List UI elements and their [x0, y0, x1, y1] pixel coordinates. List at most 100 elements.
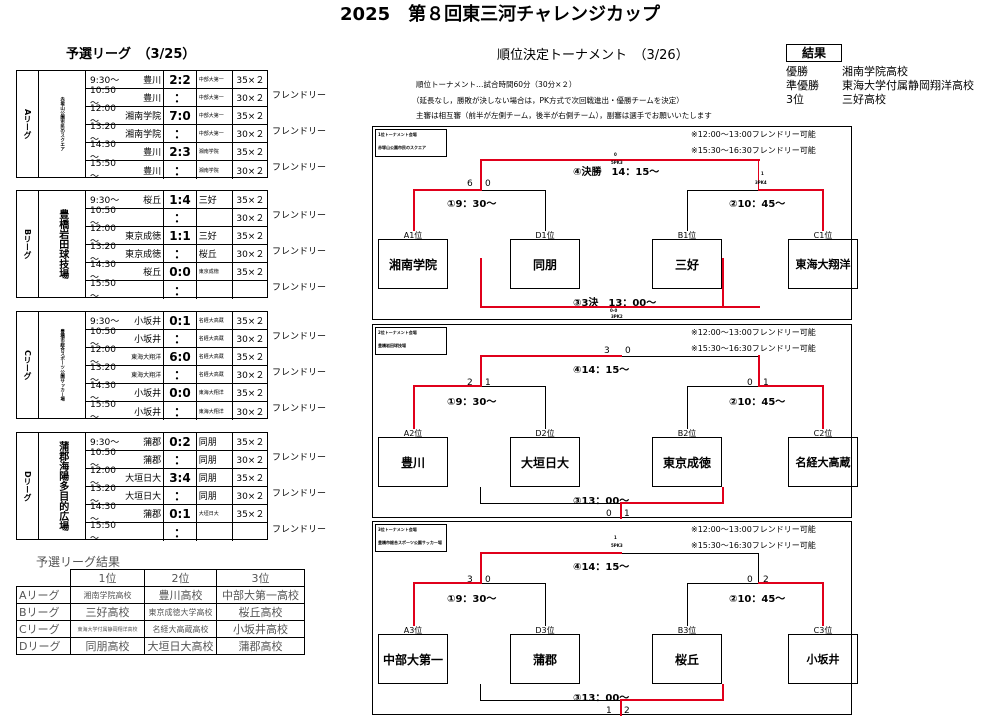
seed-label: D2位: [535, 429, 555, 438]
match-time: 13:20～: [90, 242, 116, 265]
score: 0: [485, 575, 491, 585]
match-score: ：: [163, 487, 197, 504]
score: 3: [604, 346, 610, 356]
seed-label: C1位: [813, 231, 833, 240]
friendly-note: ※15:30～16:30フレンドリー可能: [691, 146, 816, 155]
home-team: 湘南学院: [125, 130, 162, 140]
home-team: 小坂井: [134, 407, 162, 418]
match-duration: 30×２: [232, 209, 267, 226]
match-duration: 30×２: [232, 366, 267, 383]
final-time: ④決勝 14：15～: [573, 167, 660, 178]
third-place: 三好高校: [842, 93, 886, 106]
table-row: 15:50～ ：: [86, 520, 267, 544]
friendly-label: フレンドリー: [272, 283, 327, 293]
match-score: 7:0: [163, 107, 197, 124]
final-time: ④14：15～: [573, 365, 630, 376]
page-title: 2025 第８回東三河チャレンジカップ: [340, 4, 660, 25]
friendly-label: フレンドリー: [272, 404, 327, 414]
score: 2: [763, 575, 769, 585]
home-team: [124, 281, 164, 299]
match-score: ：: [163, 209, 197, 226]
final-time: ④14：15～: [573, 562, 630, 573]
league-table: Dリーグ蒲郡海陽多目的広場 9:30～ 蒲郡 0:2 同朋 35×２ 10:50…: [16, 432, 268, 544]
away-team: 名経大高蔵: [198, 372, 224, 378]
friendly-note: ※15:30～16:30フレンドリー可能: [691, 541, 816, 550]
league-venue: 豊橋市総合スポーツ公園サッカー場: [39, 312, 86, 418]
table-row: 15:50～ 豊川 ： 湘南学院 30×２: [86, 158, 267, 182]
friendly-label: フレンドリー: [272, 489, 327, 499]
score: 0: [747, 378, 753, 388]
venue-name: 2位トーナメント会場: [378, 330, 417, 335]
match-time: 12:00～: [90, 224, 116, 247]
match-time: 15:50～: [90, 520, 116, 544]
seed-label: B3位: [677, 626, 697, 635]
friendly-note: ※12:00～13:00フレンドリー可能: [691, 130, 816, 139]
sf2-score: 1: [761, 171, 764, 176]
table-row: 14:30～ 桜丘 0:0 東京成徳 35×２: [86, 260, 267, 283]
match-time: 14:30～: [90, 140, 116, 163]
away-team: 中部大第一: [198, 131, 224, 137]
team-box: 東京成徳: [652, 437, 722, 487]
away-team: 桜丘: [198, 250, 217, 260]
seed-label: D1位: [535, 231, 555, 240]
match-time: 14:30～: [90, 502, 116, 525]
place-1: 優勝: [786, 65, 808, 78]
match-duration: 35×２: [232, 433, 267, 450]
table-row: 15:50～ ：: [86, 279, 267, 302]
sf2-pk: 3PK4: [755, 180, 767, 185]
rule-3: 主審は相互審（前半が左側チーム，後半が右側チーム），副審は選手でお願いいたします: [416, 111, 712, 120]
seed-label: A2位: [403, 429, 423, 438]
home-team: 豊川: [143, 166, 162, 177]
friendly-label: フレンドリー: [272, 332, 327, 342]
seed-label: A1位: [403, 231, 423, 240]
sf1-time: ①9：30～: [447, 397, 497, 408]
home-team: 東京成徳: [125, 250, 162, 260]
away-team: 同朋: [198, 474, 217, 484]
place-2: 準優勝: [786, 79, 819, 92]
match-score: 0:1: [163, 505, 197, 522]
rule-1: 順位トーナメント…試合時間60分（30分×２）: [416, 80, 577, 89]
team-box: 湘南学院: [378, 239, 448, 289]
third-pk: 3PK2: [611, 314, 623, 319]
match-duration: 30×２: [232, 487, 267, 504]
away-team: [197, 523, 233, 541]
match-time: 10:50～: [90, 86, 116, 109]
friendly-label: フレンドリー: [272, 211, 327, 221]
match-time: 12:00～: [90, 345, 116, 368]
seed-label: B1位: [677, 231, 697, 240]
match-time: 15:50～: [90, 158, 116, 182]
match-duration: 35×２: [232, 191, 267, 208]
away-team: 名経大高蔵: [198, 354, 224, 360]
winner: 湘南学院高校: [842, 65, 908, 78]
away-team: 同朋: [198, 492, 217, 502]
match-duration: 35×２: [232, 227, 267, 244]
prelim-title: 予選リーグ （3/25）: [66, 47, 196, 62]
home-team: 豊川: [143, 148, 162, 158]
away-team: 三好: [198, 196, 217, 206]
results-label: 結果: [786, 44, 842, 62]
table-row: 14:30～ 蒲郡 0:1 大垣日大 35×２: [86, 502, 267, 525]
home-team: 東海大翔洋: [131, 372, 162, 379]
match-time: 14:30～: [90, 381, 116, 404]
league-name: Cリーグ: [17, 312, 39, 418]
match-duration: 35×２: [232, 143, 267, 160]
match-score: ：: [163, 89, 197, 106]
match-score: 2:2: [163, 71, 197, 88]
away-team: 東京成徳: [198, 269, 219, 275]
rule-2: （延長なし，勝敗が決しない場合は，PK方式で次回戦進出・優勝チームを決定）: [412, 96, 684, 105]
table-row: 12:00～ 大垣日大 3:4 同朋 35×２: [86, 466, 267, 489]
table-row: 13:20～ 東京成徳 ： 桜丘 30×２: [86, 242, 267, 265]
final-pk: 5PK3: [611, 543, 623, 548]
table-row: 10:50～ ： 30×２: [86, 206, 267, 229]
match-score: ：: [163, 330, 197, 347]
score: 1: [485, 378, 491, 388]
final-score: 0: [614, 152, 617, 157]
match-score: 1:4: [163, 191, 197, 208]
table-row: Aリーグ 湘南学院高校 豊川高校 中部大第一高校: [16, 586, 305, 604]
league-table: Aリーグ赤塚山公園市民のスクエア 9:30～ 豊川 2:2 中部大第一 35×２…: [16, 70, 268, 182]
home-team: 大垣日大: [125, 474, 162, 484]
match-score: 0:2: [163, 433, 197, 450]
away-team: 中部大第一: [198, 77, 224, 83]
away-team: 同朋: [198, 456, 217, 466]
team-box: 小坂井: [788, 634, 858, 684]
